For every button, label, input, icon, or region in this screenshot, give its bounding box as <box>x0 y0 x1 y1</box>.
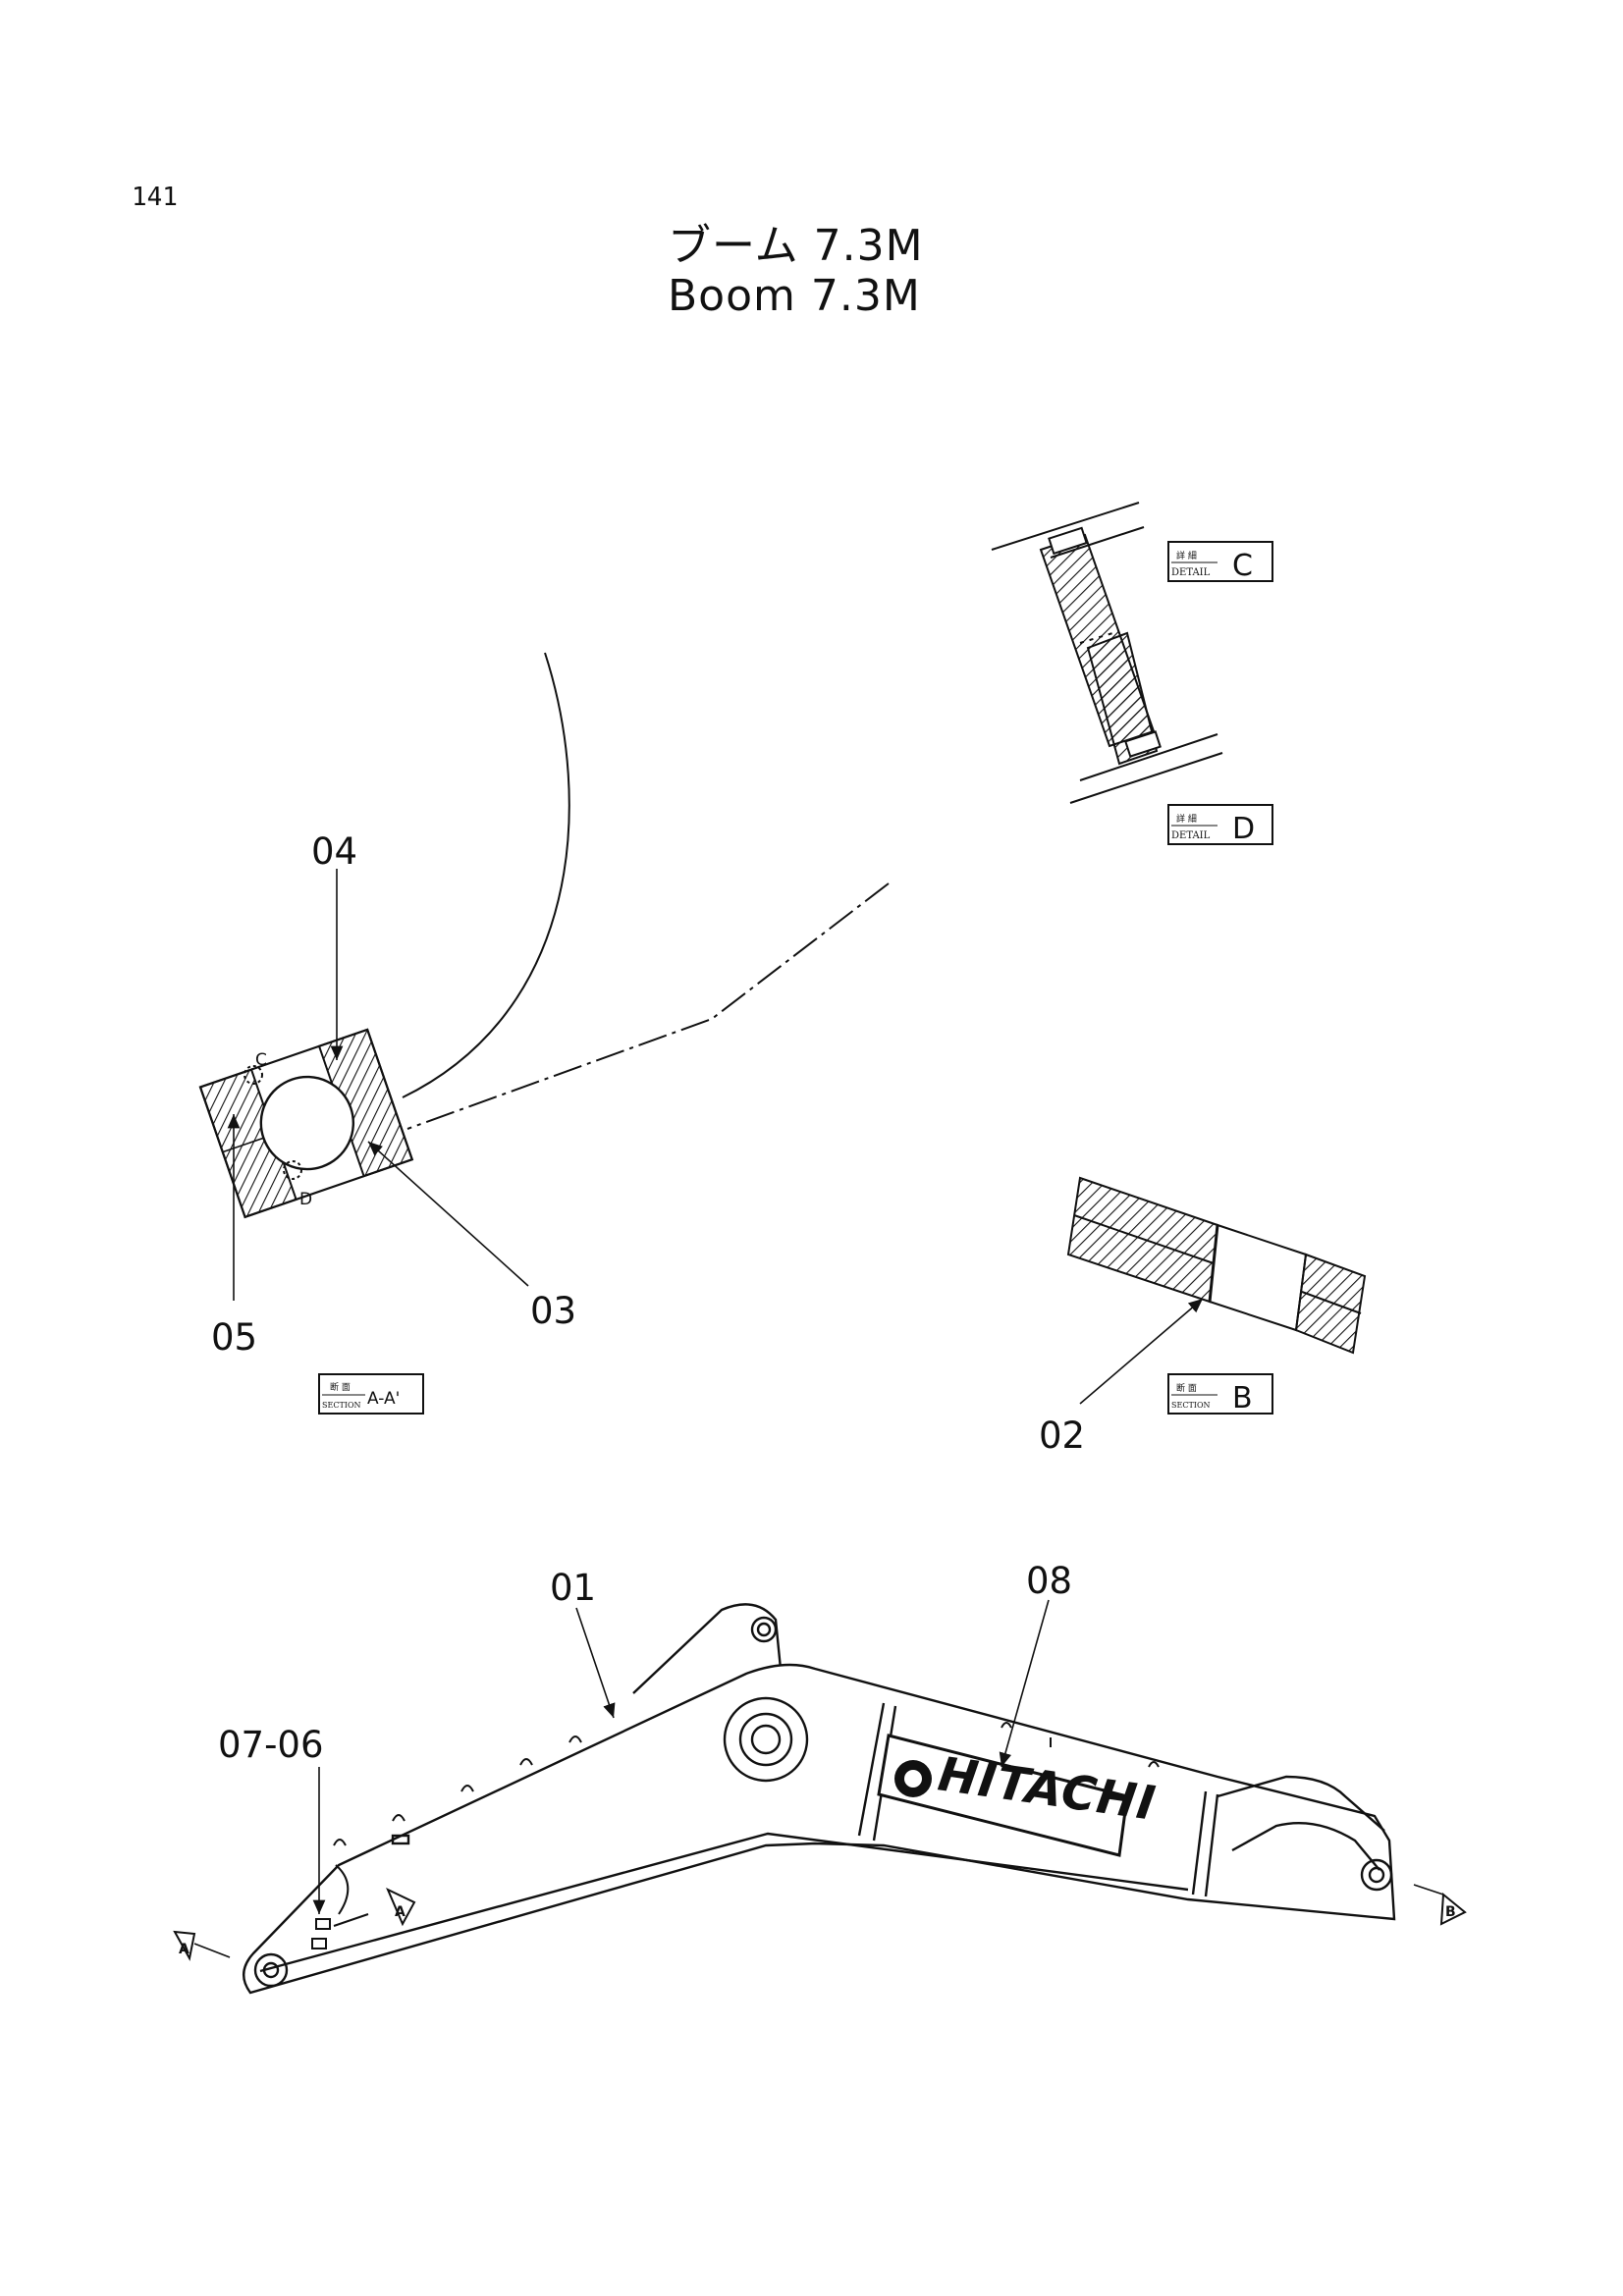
svg-text:D: D <box>1232 812 1255 846</box>
section-cut-arrows <box>173 1884 1467 1961</box>
section-arrow-a-left: A <box>179 1942 189 1957</box>
callout-07-06: 07-06 <box>218 1724 324 1766</box>
section-a-a-view <box>198 652 890 1219</box>
detail-c-d-view <box>991 502 1223 804</box>
callout-01: 01 <box>550 1567 596 1609</box>
svg-text:C: C <box>1232 549 1253 583</box>
svg-text:DETAIL: DETAIL <box>1171 567 1211 578</box>
page-title-english: Boom 7.3M <box>668 271 921 321</box>
svg-text:B: B <box>1232 1381 1253 1415</box>
section-b-view <box>1066 1176 1367 1355</box>
callout-08: 08 <box>1026 1560 1072 1602</box>
callout-03: 03 <box>530 1290 576 1332</box>
svg-text:断 面: 断 面 <box>330 1381 351 1393</box>
section-b-badge: 断 面 SECTION B <box>1167 1373 1273 1415</box>
svg-text:A-A': A-A' <box>367 1389 400 1409</box>
section-arrow-a-right: A <box>395 1904 406 1920</box>
detail-c-badge: 詳 細 DETAIL C <box>1167 541 1273 583</box>
svg-text:詳 細: 詳 細 <box>1176 550 1197 561</box>
page-title-japanese: ブーム 7.3M <box>668 221 924 271</box>
section-a-badge: 断 面 SECTION A-A' <box>318 1373 424 1415</box>
leader-lines-section-a <box>227 869 529 1301</box>
detail-d-badge: 詳 細 DETAIL D <box>1167 804 1273 846</box>
page-number: 141 <box>132 183 178 212</box>
leader-lines-boom <box>312 1599 1050 1914</box>
leader-line-02 <box>1079 1298 1204 1405</box>
detail-letter-d: D <box>299 1190 312 1209</box>
svg-text:断 面: 断 面 <box>1176 1382 1197 1394</box>
detail-letter-c: C <box>255 1050 267 1070</box>
callout-02: 02 <box>1039 1415 1085 1457</box>
svg-text:詳 細: 詳 細 <box>1176 813 1197 825</box>
callout-04: 04 <box>311 830 357 873</box>
svg-text:SECTION: SECTION <box>1171 1401 1211 1410</box>
boom-assembly <box>243 1603 1396 1995</box>
pin-circle <box>259 1075 355 1171</box>
callout-05: 05 <box>211 1316 257 1359</box>
svg-text:DETAIL: DETAIL <box>1171 830 1211 841</box>
svg-text:SECTION: SECTION <box>322 1401 361 1410</box>
section-arrow-b: B <box>1445 1904 1456 1920</box>
